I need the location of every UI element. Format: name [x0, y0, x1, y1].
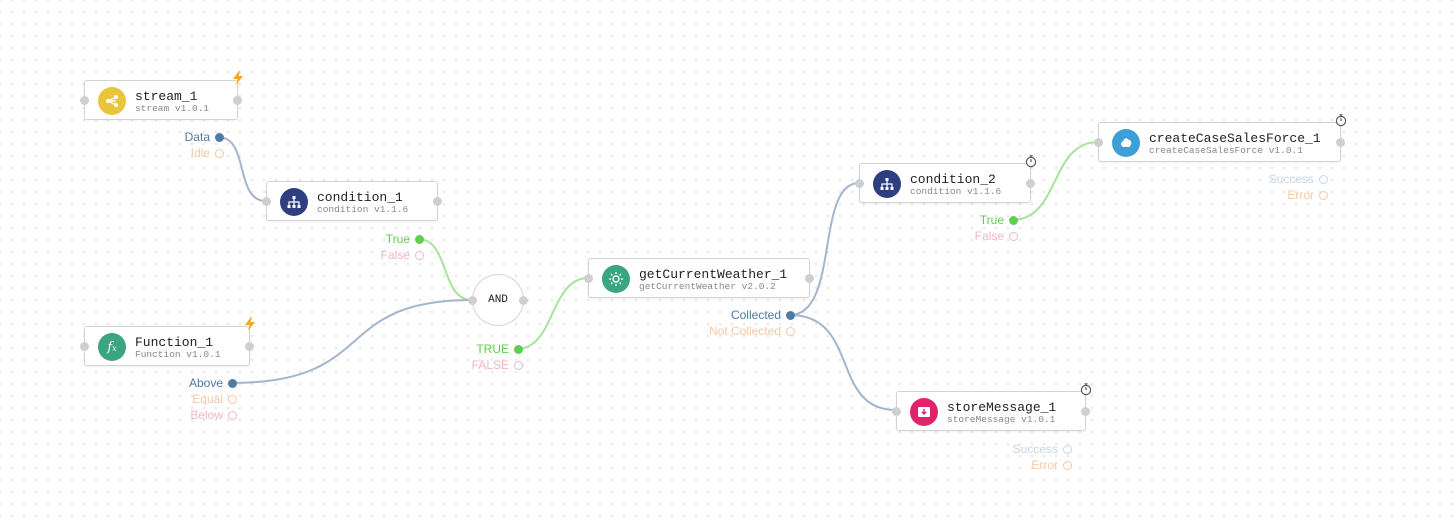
input-port[interactable] — [262, 197, 271, 206]
sitemap-icon — [873, 170, 901, 198]
node-get-current-weather-1[interactable]: getCurrentWeather_1 getCurrentWeather v2… — [584, 258, 814, 298]
node-and[interactable]: AND — [468, 274, 528, 326]
wire-stream-data-to-condition-1 — [217, 136, 267, 202]
lightning-icon — [233, 71, 243, 85]
node-condition-2[interactable]: condition_2 condition v1.1.6 — [855, 155, 1037, 203]
port-dot[interactable] — [1063, 444, 1072, 454]
input-port[interactable] — [468, 296, 477, 305]
output-success[interactable]: Success — [1240, 172, 1328, 186]
output-error[interactable]: Error — [1240, 188, 1328, 202]
output-success[interactable]: Success — [984, 442, 1072, 456]
port-dot[interactable] — [215, 148, 224, 158]
input-port[interactable] — [855, 179, 864, 188]
sitemap-icon — [280, 188, 308, 216]
output-port[interactable] — [519, 296, 528, 305]
node-subtitle: storeMessage v1.0.1 — [947, 414, 1056, 425]
output-idle[interactable]: Idle — [150, 146, 224, 160]
node-subtitle: getCurrentWeather v2.0.2 — [639, 281, 776, 292]
stopwatch-icon — [1025, 155, 1037, 168]
port-dot[interactable] — [415, 234, 424, 244]
input-port[interactable] — [892, 407, 901, 416]
node-stream-1[interactable]: stream_1 stream v1.0.1 — [80, 71, 243, 120]
node-title: getCurrentWeather_1 — [639, 267, 788, 282]
port-dot[interactable] — [1063, 460, 1072, 470]
output-collected[interactable]: Collected — [690, 308, 795, 322]
node-title: condition_2 — [910, 172, 996, 187]
output-above[interactable]: Above — [160, 376, 237, 390]
node-subtitle: stream v1.0.1 — [135, 103, 210, 114]
lightning-icon — [245, 317, 255, 331]
output-false[interactable]: False — [944, 229, 1018, 243]
port-dot[interactable] — [786, 310, 795, 320]
wire-condition-1-true-to-and — [417, 238, 473, 301]
node-create-case-salesforce-1[interactable]: createCaseSalesForce_1 createCaseSalesFo… — [1094, 114, 1347, 162]
port-dot[interactable] — [1319, 174, 1328, 184]
cloud-icon — [1112, 129, 1140, 157]
node-title: storeMessage_1 — [947, 400, 1057, 415]
node-subtitle: createCaseSalesForce v1.0.1 — [1149, 145, 1303, 156]
port-dot[interactable] — [1319, 190, 1328, 200]
port-dot[interactable] — [228, 394, 237, 404]
output-data[interactable]: Data — [150, 130, 224, 144]
stopwatch-icon — [1335, 114, 1347, 127]
input-port[interactable] — [80, 96, 89, 105]
output-port[interactable] — [1336, 138, 1345, 147]
port-dot[interactable] — [514, 344, 523, 354]
output-port[interactable] — [233, 96, 242, 105]
port-dot[interactable] — [514, 360, 523, 370]
node-function-1[interactable]: fx Function_1 Function v1.0.1 — [80, 317, 255, 366]
node-subtitle: condition v1.1.6 — [910, 186, 1002, 197]
output-true[interactable]: True — [350, 232, 424, 246]
wire-and-true-to-weather — [516, 277, 589, 350]
output-true[interactable]: True — [944, 213, 1018, 227]
wire-function-above-to-and — [230, 299, 473, 384]
port-dot[interactable] — [228, 410, 237, 420]
node-title: Function_1 — [135, 335, 214, 350]
output-below[interactable]: Below — [160, 408, 237, 422]
function-icon: fx — [98, 333, 126, 361]
and-label: AND — [488, 294, 508, 306]
node-subtitle: condition v1.1.6 — [317, 204, 409, 215]
output-port[interactable] — [433, 197, 442, 206]
port-dot[interactable] — [215, 132, 224, 142]
wire-weather-collected-to-store — [789, 314, 897, 411]
node-store-message-1[interactable]: storeMessage_1 storeMessage v1.0.1 — [892, 383, 1092, 431]
input-port[interactable] — [1094, 138, 1103, 147]
node-condition-1[interactable]: condition_1 condition v1.1.6 — [262, 181, 442, 221]
share-icon — [98, 87, 126, 115]
port-dot[interactable] — [786, 326, 795, 336]
output-not-collected[interactable]: Not Collected — [690, 324, 795, 338]
node-title: stream_1 — [135, 89, 198, 104]
input-port[interactable] — [584, 274, 593, 283]
stopwatch-icon — [1080, 383, 1092, 396]
output-false[interactable]: False — [350, 248, 424, 262]
input-port[interactable] — [80, 342, 89, 351]
output-port[interactable] — [805, 274, 814, 283]
output-true[interactable]: TRUE — [440, 342, 523, 356]
node-title: createCaseSalesForce_1 — [1149, 131, 1321, 146]
port-dot[interactable] — [415, 250, 424, 260]
output-equal[interactable]: Equal — [160, 392, 237, 406]
port-dot[interactable] — [1009, 215, 1018, 225]
output-port[interactable] — [1026, 179, 1035, 188]
output-port[interactable] — [1081, 407, 1090, 416]
output-false[interactable]: FALSE — [440, 358, 523, 372]
output-error[interactable]: Error — [984, 458, 1072, 472]
output-port[interactable] — [245, 342, 254, 351]
port-dot[interactable] — [1009, 231, 1018, 241]
node-subtitle: Function v1.0.1 — [135, 349, 221, 360]
inbox-download-icon — [910, 398, 938, 426]
weather-sun-icon — [602, 265, 630, 293]
port-dot[interactable] — [228, 378, 237, 388]
node-title: condition_1 — [317, 190, 403, 205]
